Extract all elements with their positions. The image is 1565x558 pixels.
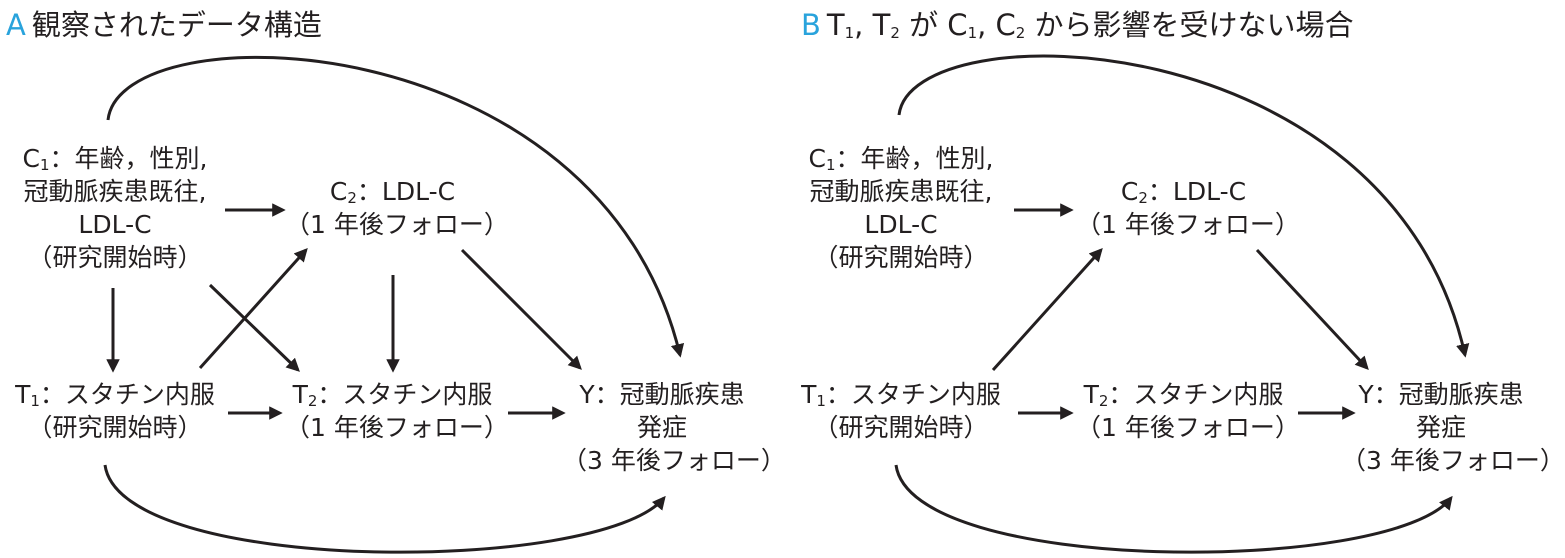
- node-t1-text: ：スタチン内服: [825, 380, 1001, 409]
- panel-b-title-mid1: , T: [854, 8, 891, 42]
- node-t2-text: ：スタチン内服: [1108, 380, 1284, 409]
- node-c1-line3: LDL-C: [864, 210, 938, 239]
- panel-b-title-sub3: 1: [967, 24, 978, 42]
- arrow-t1-to-y-curve: [103, 464, 666, 554]
- node-c2-symbol: C: [1120, 177, 1139, 206]
- node-t1-line1: T1：スタチン内服: [786, 378, 1016, 411]
- arrow-c2-to-y: [460, 248, 582, 370]
- node-c1-line1: C1：年齢，性別,: [786, 142, 1016, 175]
- node-t2-symbol: T: [1083, 380, 1099, 409]
- node-c2-text: ：LDL-C: [1147, 177, 1247, 206]
- panel-a-title-text: 観察されたデータ構造: [31, 8, 322, 42]
- panel-b-title-tail: から影響を受けない場合: [1025, 8, 1354, 42]
- arrow-c2-to-y: [1255, 248, 1369, 370]
- node-c1-symbol: C: [22, 144, 40, 173]
- node-t2: T2：スタチン内服 （1 年後フォロー）: [285, 378, 509, 444]
- node-t1: T1：スタチン内服 （研究開始時）: [0, 378, 230, 444]
- panel-b-letter: B: [801, 8, 821, 42]
- panel-b-title-sub1: 1: [844, 24, 855, 42]
- node-t1-subscript: 1: [30, 392, 40, 410]
- node-t2: T2：スタチン内服 （1 年後フォロー）: [1076, 378, 1300, 444]
- node-y-line3: （3 年後フォロー）: [1341, 446, 1565, 475]
- panel-b-title-mid3: , C: [977, 8, 1016, 42]
- node-t2-text: ：スタチン内服: [317, 380, 493, 409]
- panel-a-letter: A: [6, 8, 26, 42]
- node-c2-line1: C2：LDL-C: [285, 175, 500, 208]
- node-t2-symbol: T: [292, 380, 308, 409]
- node-c1-symbol: C: [808, 144, 826, 173]
- node-c1-text: ：年齢，性別,: [49, 144, 208, 173]
- node-t2-line1: T2：スタチン内服: [1076, 378, 1291, 411]
- node-t2-line2: （1 年後フォロー）: [1076, 413, 1300, 442]
- panel-b-arrows: [894, 54, 1470, 554]
- panel-b-title-sub4: 2: [1015, 24, 1026, 42]
- arrow-t1-to-y-curve: [894, 464, 1453, 554]
- node-c2-line2: （1 年後フォロー）: [1076, 210, 1300, 239]
- node-c1-text: ：年齢，性別,: [835, 144, 994, 173]
- arrow-c1-to-t2: [208, 283, 300, 372]
- node-t2-subscript: 2: [307, 392, 318, 410]
- node-y-line2: 発症: [1415, 413, 1466, 442]
- node-c2-text: ：LDL-C: [356, 177, 456, 206]
- panel-b-title-mid2: が C: [899, 8, 968, 42]
- node-c1-line1: C1：年齢，性別,: [0, 142, 230, 175]
- arrow-c1-to-y-curve: [106, 55, 685, 358]
- node-y: Y：冠動脈疾患 発症 （3 年後フォロー）: [1341, 378, 1565, 477]
- node-c2-line1: C2：LDL-C: [1076, 175, 1291, 208]
- node-t2-subscript: 2: [1098, 392, 1109, 410]
- node-c2-symbol: C: [329, 177, 348, 206]
- node-y-line1: Y：冠動脈疾患: [1358, 380, 1524, 409]
- node-t1-text: ：スタチン内服: [39, 380, 215, 409]
- node-y: Y：冠動脈疾患 発症 （3 年後フォロー）: [562, 378, 786, 477]
- node-t1-symbol: T: [801, 380, 817, 409]
- node-c1-line3: LDL-C: [78, 210, 152, 239]
- panel-a-arrows: [103, 55, 685, 554]
- node-c1: C1：年齢，性別, 冠動脈疾患既往, LDL-C （研究開始時）: [0, 142, 230, 274]
- node-y-line1: Y：冠動脈疾患: [579, 380, 745, 409]
- node-y-line3: （3 年後フォロー）: [562, 446, 786, 475]
- node-t2-line2: （1 年後フォロー）: [285, 413, 509, 442]
- arrow-t1-to-c2: [991, 247, 1103, 372]
- node-c2: C2：LDL-C （1 年後フォロー）: [285, 175, 509, 241]
- node-c1-line2: 冠動脈疾患既往,: [809, 177, 993, 206]
- node-t2-line1: T2：スタチン内服: [285, 378, 500, 411]
- node-t1-line2: （研究開始時）: [27, 413, 203, 442]
- node-c1-line4: （研究開始時）: [27, 243, 203, 272]
- node-c1-subscript: 1: [825, 156, 836, 174]
- node-c2-line2: （1 年後フォロー）: [285, 210, 509, 239]
- node-c1: C1：年齢，性別, 冠動脈疾患既往, LDL-C （研究開始時）: [786, 142, 1016, 274]
- node-c1-line4: （研究開始時）: [813, 243, 989, 272]
- node-t1-line2: （研究開始時）: [813, 413, 989, 442]
- arrow-t1-to-c2: [198, 247, 308, 370]
- arrow-c1-to-y-curve: [897, 54, 1470, 358]
- node-t1-symbol: T: [15, 380, 31, 409]
- node-c2-subscript: 2: [347, 189, 357, 207]
- node-t1-subscript: 1: [816, 392, 826, 410]
- node-t1: T1：スタチン内服 （研究開始時）: [786, 378, 1016, 444]
- panel-b-title-sub2: 2: [890, 24, 900, 42]
- panel-b-title-t: T: [826, 8, 845, 42]
- node-t1-line1: T1：スタチン内服: [0, 378, 230, 411]
- node-y-line2: 発症: [636, 413, 687, 442]
- node-c2: C2：LDL-C （1 年後フォロー）: [1076, 175, 1300, 241]
- node-c2-subscript: 2: [1138, 189, 1148, 207]
- node-c1-line2: 冠動脈疾患既往,: [23, 177, 207, 206]
- node-c1-subscript: 1: [39, 156, 50, 174]
